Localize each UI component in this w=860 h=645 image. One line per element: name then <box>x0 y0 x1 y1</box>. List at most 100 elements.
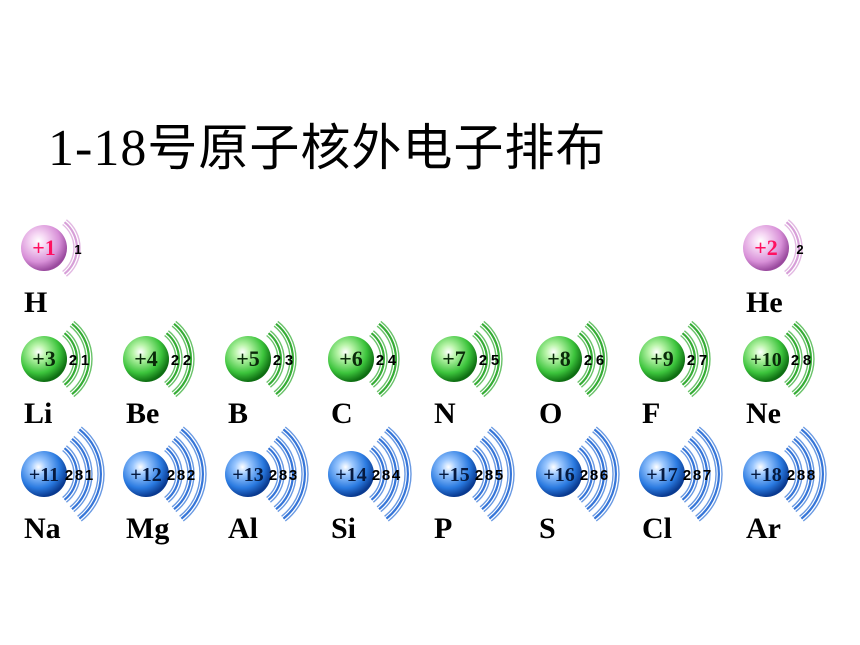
electron-shell-arc <box>802 426 827 522</box>
nucleus <box>225 336 271 382</box>
electron-shell-arc <box>167 445 183 503</box>
electron-shell-arc <box>65 330 81 388</box>
shell-electron-count: 2 <box>269 467 277 484</box>
electron-shell-arc <box>376 325 394 393</box>
nucleus <box>536 336 582 382</box>
element-symbol: Na <box>24 512 61 545</box>
electron-shell-arc <box>275 322 294 396</box>
shell-electron-count: 6 <box>596 352 604 369</box>
shell-electron-count: 2 <box>273 352 281 369</box>
element-symbol: F <box>642 397 661 430</box>
nucleus <box>225 451 271 497</box>
shell-electron-count: 1 <box>74 242 81 257</box>
electron-shell-arc <box>475 330 491 388</box>
nucleus <box>743 225 789 271</box>
shell-electron-count: 2 <box>791 352 799 369</box>
electron-shell-arc <box>481 437 500 511</box>
electron-shell-arc <box>171 325 189 393</box>
nucleus <box>431 451 477 497</box>
electron-shell-arc <box>277 320 297 398</box>
nucleus <box>21 336 67 382</box>
electron-shell-arc <box>584 440 602 508</box>
nuclear-charge: +14 <box>335 464 366 486</box>
nucleus <box>123 336 169 382</box>
electron-shell-arc <box>481 322 500 396</box>
nuclear-charge: +3 <box>32 346 56 371</box>
electron-shell-arc <box>173 437 192 511</box>
electron-shell-arc <box>683 445 699 503</box>
element-symbol: P <box>434 512 453 545</box>
shell-electron-count: 7 <box>703 467 711 484</box>
electron-shell-arc <box>681 447 696 501</box>
electron-shell-arc <box>267 447 282 501</box>
electron-shell-arc <box>387 426 412 522</box>
electron-shell-arc <box>795 320 815 398</box>
electron-shell-arc <box>277 435 297 513</box>
electron-shell-arc <box>483 435 503 513</box>
electron-shell-arc <box>473 447 488 501</box>
electron-shell-arc <box>681 332 696 386</box>
shell-electron-count: 2 <box>167 467 175 484</box>
electron-shell-arc <box>795 435 815 513</box>
element-symbol: O <box>539 397 563 430</box>
shell-electron-count: 8 <box>75 467 83 484</box>
electron-shell-arc <box>787 330 803 388</box>
element-symbol: Be <box>126 397 160 430</box>
nuclear-charge: +1 <box>32 235 56 260</box>
shell-electron-count: 8 <box>807 467 815 484</box>
element-symbol: S <box>539 512 556 545</box>
shell-electron-count: 2 <box>796 242 803 257</box>
shell-electron-count: 2 <box>479 352 487 369</box>
nucleus <box>639 451 685 497</box>
electron-shell-arc <box>281 431 303 517</box>
electron-shell-arc <box>791 325 809 393</box>
electron-shell-arc <box>586 437 605 511</box>
electron-shell-arc <box>580 330 596 388</box>
electron-shell-arc <box>275 437 294 511</box>
electron-shell-arc <box>785 447 800 501</box>
electron-shell-arc <box>267 332 282 386</box>
element-symbol: N <box>434 397 456 430</box>
electron-shell-arc <box>284 426 309 522</box>
nuclear-charge: +17 <box>646 464 677 486</box>
element-symbol: H <box>24 286 48 319</box>
electron-shell-arc <box>490 426 515 522</box>
electron-shell-arc <box>71 322 90 396</box>
shell-electron-count: 5 <box>491 352 499 369</box>
shell-electron-count: 2 <box>683 467 691 484</box>
shell-electron-count: 2 <box>65 467 73 484</box>
electron-shell-arc <box>77 431 99 517</box>
electron-shell-arc <box>80 426 105 522</box>
shell-electron-count: 2 <box>787 467 795 484</box>
electron-shell-arc <box>269 445 285 503</box>
electron-shell-arc <box>695 431 717 517</box>
electron-shell-arc <box>372 330 388 388</box>
page-title: 1-18号原子核外电子排布 <box>48 108 606 180</box>
nuclear-charge: +2 <box>754 235 778 260</box>
shell-electron-count: 2 <box>69 352 77 369</box>
element-symbol: Li <box>24 397 53 430</box>
shell-electron-count: 8 <box>693 467 701 484</box>
electron-shell-arc <box>65 219 81 277</box>
electron-shell-arc <box>179 431 201 517</box>
shell-electron-count: 1 <box>85 467 93 484</box>
electron-shell-arc <box>65 445 81 503</box>
shell-electron-count: 2 <box>376 352 384 369</box>
nuclear-charge: +10 <box>750 349 781 371</box>
nuclear-charge: +18 <box>750 464 781 486</box>
electron-shell-arc <box>592 431 614 517</box>
electron-shell-arc <box>378 437 397 511</box>
electron-shell-arc <box>380 320 400 398</box>
